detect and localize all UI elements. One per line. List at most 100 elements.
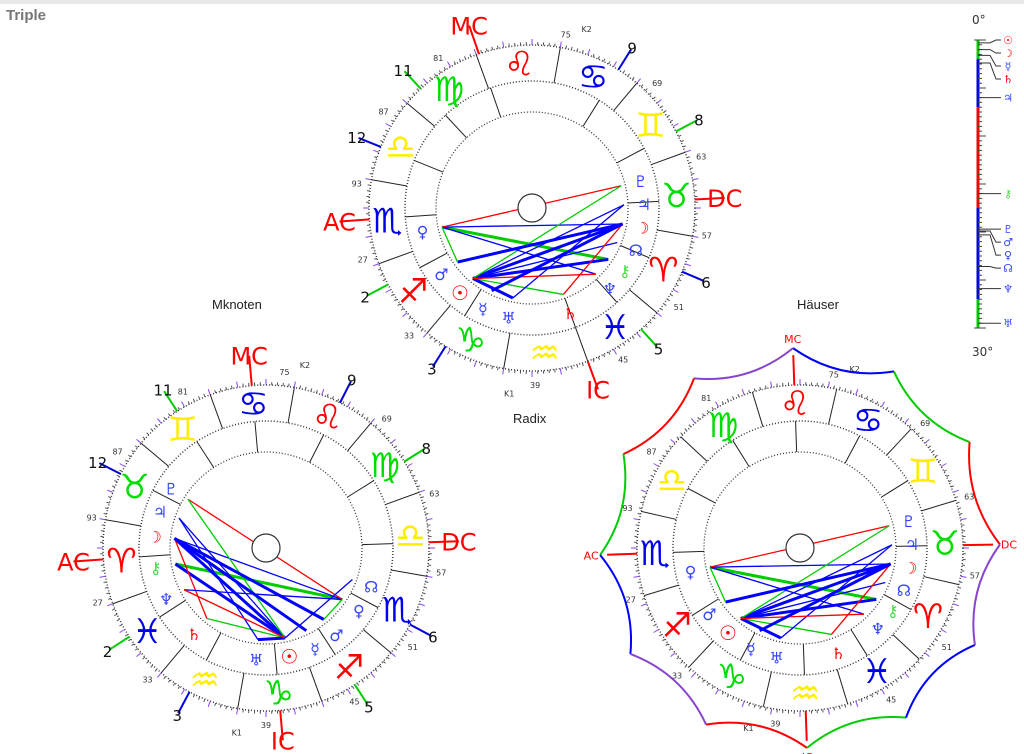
house-cusp-line: [850, 629, 868, 656]
house-cusp-marker: [339, 380, 352, 404]
degree-tick: [637, 512, 641, 515]
degree-tick: [732, 696, 735, 700]
degree-tick: [136, 652, 142, 658]
degree-tick: [230, 707, 233, 711]
house-cusp-line: [692, 598, 719, 616]
degree-tick: [203, 698, 206, 703]
degree-tick: [168, 413, 171, 417]
degree-tick: [943, 469, 947, 472]
house-cusp-marker: [339, 218, 370, 223]
sign-divider: [140, 442, 170, 467]
house-cusp-line: [317, 628, 336, 655]
aspect-line: [472, 185, 622, 280]
degree-tick: [860, 698, 863, 703]
house-cusp-marker: [353, 684, 369, 706]
degree-tick: [959, 512, 963, 515]
degree-tick: [416, 485, 421, 488]
degree-tick: [400, 307, 404, 311]
degree-tick: [876, 691, 879, 695]
chart-label-radix: Radix: [513, 411, 547, 426]
sign-divider: [209, 394, 224, 429]
degree-tick: [741, 700, 745, 707]
degree-tick: [908, 424, 912, 428]
degree-tick: [666, 114, 670, 118]
degree-label: 51: [674, 303, 684, 312]
jupiter-icon: ♃: [153, 503, 167, 522]
sign-divider: [406, 102, 436, 127]
degree-tick: [293, 708, 296, 715]
degree-tick: [865, 396, 868, 400]
degree-tick: [134, 445, 138, 449]
house-cusp-line: [152, 489, 181, 505]
degree-tick: [940, 629, 947, 633]
degree-tick: [453, 61, 456, 65]
degree-tick: [684, 263, 691, 267]
degree-tick: [960, 518, 967, 521]
degree-label: 33: [404, 331, 414, 340]
angle-label-mc: MC: [230, 343, 267, 371]
house-cusp-marker: [804, 710, 808, 741]
zodiac-sign-icon: ♐: [662, 606, 692, 646]
mercury-icon: ☿: [310, 640, 320, 659]
degree-tick: [641, 597, 646, 600]
degree-tick: [304, 706, 307, 710]
degree-label: 27: [626, 596, 636, 605]
degree-tick: [111, 485, 116, 488]
degree-label: 87: [112, 448, 122, 457]
zodiac-sign-icon: ♒: [790, 674, 820, 714]
degree-tick: [686, 257, 691, 260]
degree-tick: [198, 696, 201, 700]
sign-divider: [105, 519, 142, 527]
degree-tick: [337, 694, 340, 698]
degree-tick: [860, 393, 863, 398]
degree-label: 69: [382, 415, 392, 424]
degree-tick: [458, 58, 461, 62]
degree-tick: [225, 706, 228, 710]
degree-label: 27: [358, 256, 368, 265]
degree-tick: [764, 707, 767, 711]
degree-tick: [912, 664, 916, 668]
house-number: 5: [654, 340, 664, 358]
sign-divider: [385, 491, 420, 506]
aspect-line: [173, 538, 208, 619]
aspect-line: [740, 525, 890, 620]
degree-tick: [576, 48, 579, 52]
degree-label: K2: [582, 25, 592, 34]
house-cusp-marker: [98, 462, 122, 475]
angle-label-ic: IC: [271, 727, 295, 754]
degree-tick: [154, 668, 158, 672]
house-cusp-marker: [694, 196, 725, 201]
scale-venus-icon: ♀: [1004, 249, 1012, 262]
house-cusp-marker: [962, 543, 993, 547]
degree-tick: [438, 342, 442, 346]
scale-moon-icon: ☽: [1003, 47, 1013, 60]
house-cusp-line: [361, 543, 393, 546]
degree-tick: [662, 638, 666, 642]
house-cusp-line: [844, 435, 861, 464]
degree-tick: [726, 398, 729, 402]
degree-tick: [502, 41, 505, 48]
degree-tick: [310, 704, 313, 708]
zodiac-sign-icon: ♌: [312, 398, 342, 438]
house-cusp-line: [254, 421, 259, 453]
degree-tick: [434, 339, 437, 343]
neptune-icon: ♆: [871, 620, 885, 639]
degree-label: 81: [433, 54, 443, 63]
degree-tick: [111, 608, 116, 611]
jupiter-icon: ♃: [905, 535, 919, 554]
sun-icon: ☉: [451, 281, 469, 305]
degree-tick: [214, 389, 217, 394]
degree-tick: [207, 700, 211, 707]
venus-icon: ♀: [685, 562, 697, 581]
scale-marker-line: [978, 54, 1001, 67]
house-cusp-line: [414, 159, 444, 173]
scale-marker-line: [978, 230, 1001, 243]
degree-tick: [952, 603, 959, 607]
degree-label: 87: [646, 448, 656, 457]
degree-tick: [637, 581, 641, 584]
house-cusp-marker: [617, 48, 632, 71]
degree-tick: [425, 512, 429, 515]
degree-label: K1: [743, 724, 753, 733]
degree-tick: [697, 416, 701, 420]
degree-tick: [214, 702, 217, 707]
